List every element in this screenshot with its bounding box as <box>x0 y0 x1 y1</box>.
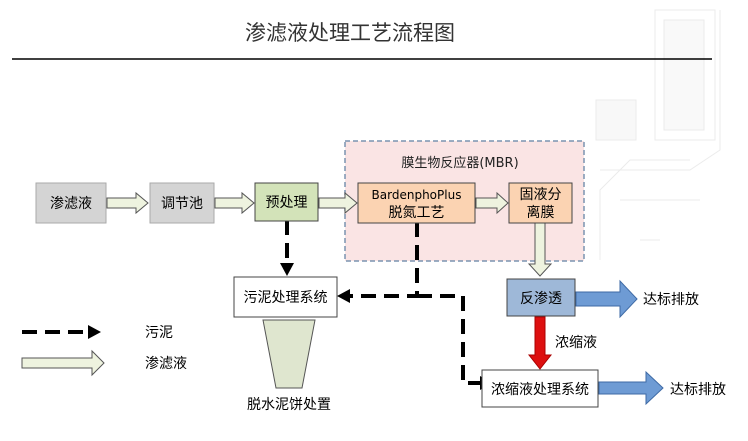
legend-leachate-label: 渗滤液 <box>145 356 187 372</box>
sludge-flow-lines <box>285 220 481 385</box>
legend: 污泥 渗滤液 <box>21 325 187 377</box>
node-bardenpho-line2: 脱氮工艺 <box>389 205 445 221</box>
sludge-line-to-concentrate <box>417 294 481 385</box>
flow-arrow-bardenpho-to-separation <box>475 191 509 215</box>
sludge-arrowhead-left <box>337 289 350 303</box>
node-pretreatment: 预处理 <box>254 182 319 222</box>
flow-arrow-leachate-to-tank <box>106 191 149 215</box>
node-leachate: 渗滤液 <box>35 182 107 224</box>
flow-arrow-separation-to-ro <box>527 221 553 277</box>
node-concentrate-system: 浓缩液处理系统 <box>481 369 599 408</box>
node-regulating-tank: 调节池 <box>149 182 215 224</box>
label-concentrate: 浓缩液 <box>555 335 597 351</box>
legend-leachate-arrow <box>21 349 105 377</box>
node-leachate-label: 渗滤液 <box>50 196 92 212</box>
legend-sludge-arrowhead <box>88 325 101 339</box>
node-concentrate-system-label: 浓缩液处理系统 <box>491 382 589 398</box>
label-discharge-top: 达标排放 <box>643 292 699 308</box>
node-reverse-osmosis: 反渗透 <box>506 278 576 317</box>
node-sludge-system: 污泥处理系统 <box>233 276 338 318</box>
flow-arrow-tank-to-pretreat <box>214 191 255 215</box>
diagram-title: 渗滤液处理工艺流程图 <box>245 21 455 45</box>
discharge-arrow-bottom <box>598 370 664 406</box>
node-reverse-osmosis-label: 反渗透 <box>520 291 562 307</box>
background-decoration <box>595 9 721 260</box>
flow-arrow-pretreat-to-bardenpho <box>318 191 358 215</box>
leachate-flow-arrows <box>106 191 553 389</box>
sludge-arrowhead-down <box>280 263 294 276</box>
concentrate-arrow <box>527 316 553 370</box>
discharge-arrow-top <box>575 279 638 319</box>
node-bardenpho: BardenphoPlus 脱氮工艺 <box>357 182 476 224</box>
node-solid-liquid-separation: 固液分 离膜 <box>508 182 573 224</box>
node-pretreatment-label: 预处理 <box>266 195 308 211</box>
node-bardenpho-line1: BardenphoPlus <box>372 188 462 202</box>
label-discharge-bottom: 达标排放 <box>670 382 726 398</box>
node-regulating-tank-label: 调节池 <box>161 196 203 212</box>
flow-arrow-sludge-cake <box>262 319 316 389</box>
label-sludge-cake: 脱水泥饼处置 <box>247 397 331 413</box>
node-separation-line2: 离膜 <box>527 204 555 221</box>
node-sludge-system-label: 污泥处理系统 <box>244 290 328 306</box>
node-separation-line1: 固液分 <box>520 187 562 203</box>
legend-sludge-label: 污泥 <box>145 325 173 341</box>
mbr-label: 膜生物反应器(MBR) <box>401 155 518 171</box>
